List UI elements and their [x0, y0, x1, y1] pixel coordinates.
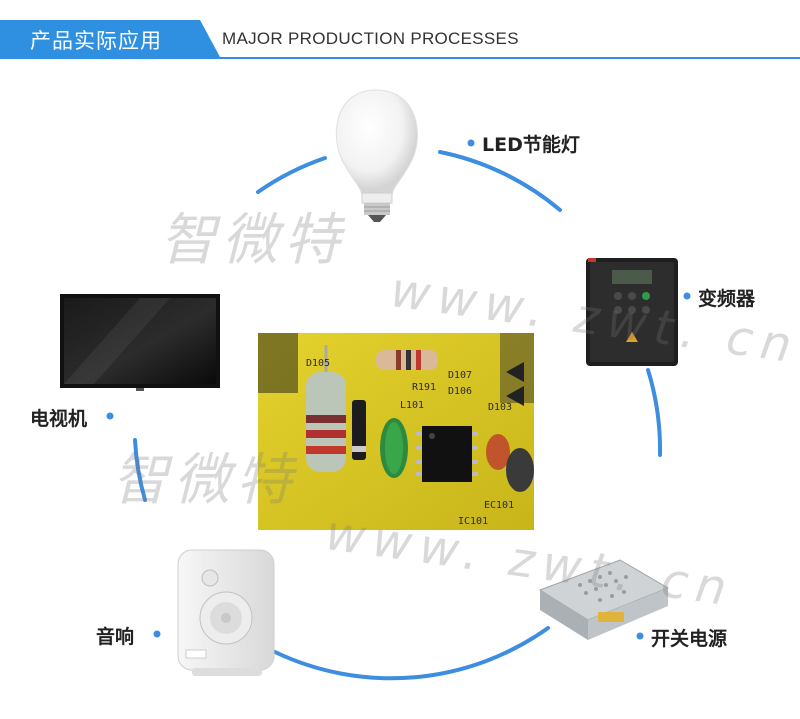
header-title: 产品实际应用 — [30, 29, 162, 53]
header: 产品实际应用 MAJOR PRODUCTION PROCESSES — [0, 20, 800, 62]
label-inverter: 变频器 — [698, 288, 756, 310]
speaker-icon — [177, 549, 275, 676]
bullet-power-supply — [636, 632, 644, 640]
label-speaker: 音响 — [96, 626, 135, 648]
label-power-supply: 开关电源 — [651, 628, 728, 650]
board-label-l101: L101 — [400, 400, 424, 411]
circle-ring — [133, 150, 663, 681]
bullet-tv — [106, 412, 114, 420]
bullet-speaker — [153, 630, 161, 638]
board-label-d103: D103 — [488, 402, 512, 413]
bullet-inverter — [683, 292, 691, 300]
circuit-board-photo: D107 D106 R191 L101 D103 EC101 IC101 D10… — [258, 333, 534, 530]
inverter-icon — [586, 258, 678, 366]
bullet-led — [467, 139, 475, 147]
tv-icon — [60, 294, 220, 391]
board-label-d105: D105 — [306, 358, 330, 369]
led-bulb-icon — [335, 89, 418, 222]
board-label-d106: D106 — [448, 386, 472, 397]
header-divider — [0, 57, 800, 59]
board-label-ic101: IC101 — [458, 516, 488, 527]
board-label-d107: D107 — [448, 370, 472, 381]
header-tab-shape — [0, 20, 220, 57]
label-led-bulb: LED节能灯 — [482, 134, 580, 156]
power-supply-icon — [538, 559, 670, 640]
board-label-ec101: EC101 — [484, 500, 514, 511]
board-label-r191: R191 — [412, 382, 436, 393]
label-tv: 电视机 — [30, 408, 88, 430]
header-subtitle: MAJOR PRODUCTION PROCESSES — [222, 29, 519, 48]
